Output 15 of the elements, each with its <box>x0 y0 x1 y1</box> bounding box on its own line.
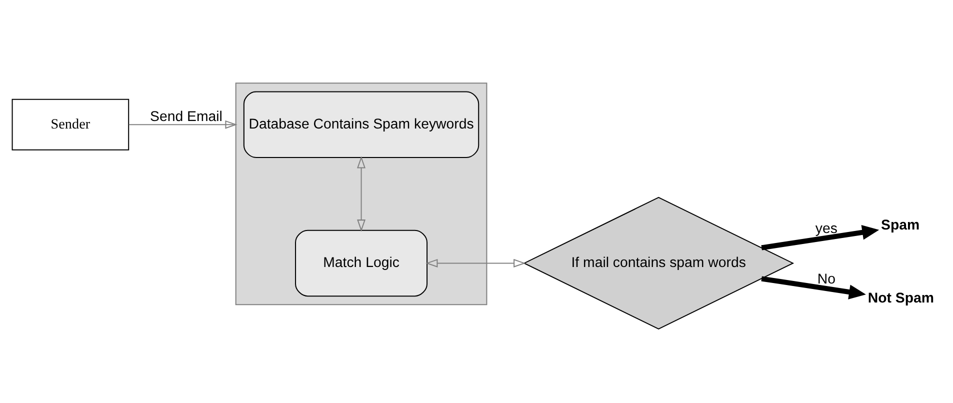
edge-label: No <box>817 271 836 288</box>
node-box: Database Contains Spam keywords <box>243 90 480 158</box>
node-text: Not Spam <box>868 290 934 306</box>
edge-label: yes <box>815 220 838 237</box>
arrow <box>761 276 866 299</box>
cluster <box>235 82 488 305</box>
node-text: Spam <box>881 217 920 234</box>
arrow <box>128 120 238 128</box>
node-box: Sender <box>12 98 130 150</box>
arrow <box>426 258 526 267</box>
node-box: Match Logic <box>295 229 428 296</box>
arrow <box>761 224 880 250</box>
arrow <box>357 156 366 232</box>
edge-label: Send Email <box>150 108 222 124</box>
node-diamond: If mail contains spam words <box>523 196 794 330</box>
